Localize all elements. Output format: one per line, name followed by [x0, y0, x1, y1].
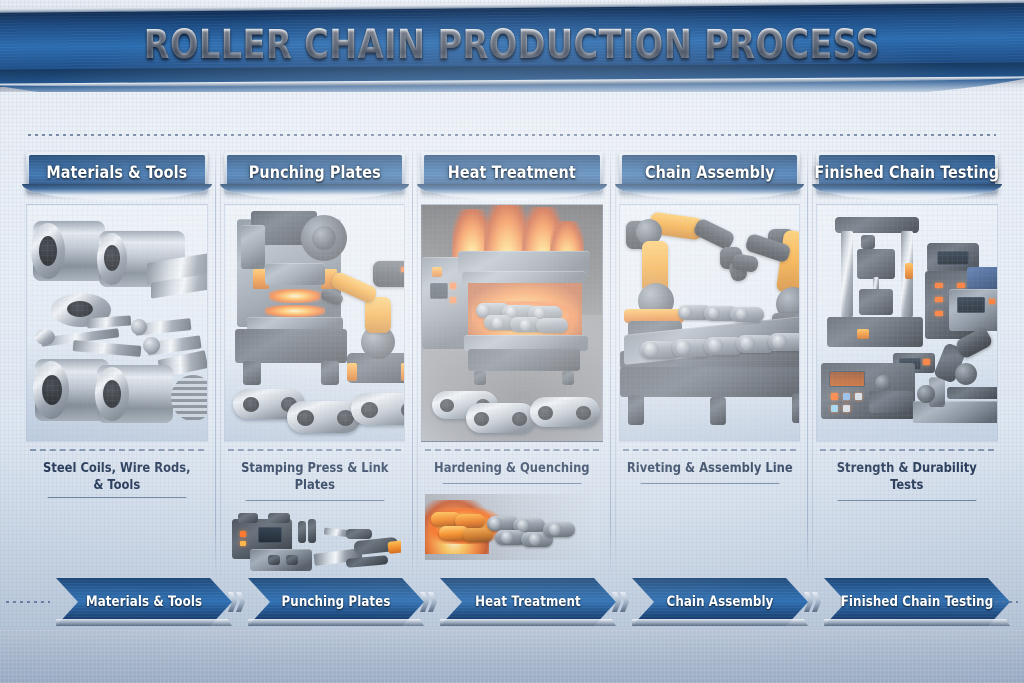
sub-illustration-glowing-quenched-chains	[425, 493, 599, 560]
process-columns: Materials & Tools	[18, 144, 1006, 578]
caption-line-1: Riveting & Assembly Line	[626, 460, 793, 476]
double-chevron-right-icon	[612, 592, 632, 612]
caption-line-1: Stamping Press & Link Plates	[240, 460, 389, 493]
divider-dashed	[820, 449, 994, 451]
caption-line-1: Steel Coils, Wire Rods,	[43, 460, 191, 476]
illustration-stamping-press-robot-link-plates	[223, 204, 406, 442]
section-header-chain-assembly: Chain Assembly	[614, 152, 805, 200]
top-dotted-divider	[28, 134, 996, 136]
section-header-punching-plates: Punching Plates	[219, 152, 410, 200]
double-chevron-right-icon	[420, 592, 440, 612]
section-header-heat-treatment: Heat Treatment	[417, 152, 607, 200]
section-header-finished-chain-testing: Finished Chain Testing	[812, 152, 1002, 200]
flow-step-label: Materials & Tools	[85, 594, 203, 610]
flow-step-label: Finished Chain Testing	[840, 594, 994, 610]
section-title: Chain Assembly	[644, 163, 775, 183]
divider-dashed	[622, 449, 797, 451]
flow-step-label: Heat Treatment	[475, 594, 581, 610]
illustration-tensile-tester-instruments-microscope	[816, 204, 998, 442]
illustration-furnace-with-glowing-chains	[421, 204, 603, 442]
caption-rule	[245, 499, 384, 501]
column-heat-treatment[interactable]: Heat Treatment	[412, 144, 611, 578]
sub-illustration-stamping-machine-with-tools	[228, 511, 402, 577]
illustration-robotic-arms-assembly-conveyor	[618, 204, 801, 442]
caption-line-2: & Tools	[93, 476, 141, 493]
divider-dashed	[30, 449, 204, 451]
caption-punching-plates: Stamping Press & Link Plates	[230, 460, 399, 501]
section-title: Heat Treatment	[447, 163, 576, 183]
illustration-steel-coils-wire-rods-tools	[26, 204, 208, 442]
caption-line-1: Strength & Durability Tests	[837, 460, 978, 493]
column-materials-tools[interactable]: Materials & Tools	[18, 152, 216, 572]
divider-dashed	[227, 449, 402, 451]
flow-step-punching-plates[interactable]: Punching Plates	[248, 578, 424, 626]
flow-step-finished-chain-testing[interactable]: Finished Chain Testing	[824, 578, 1010, 626]
caption-chain-assembly: Riveting & Assembly Line	[625, 460, 794, 484]
double-chevron-right-icon	[228, 592, 248, 612]
flow-step-materials-tools[interactable]: Materials & Tools	[56, 578, 232, 626]
column-chain-assembly[interactable]: Chain Assembly	[609, 144, 809, 578]
flow-step-chain-assembly[interactable]: Chain Assembly	[632, 578, 808, 626]
column-finished-chain-testing[interactable]: Finished Chain Testing	[807, 144, 1006, 578]
header-banner: ROLLER CHAIN PRODUCTION PROCESS	[0, 0, 1024, 92]
caption-rule	[640, 482, 779, 484]
divider-dashed	[425, 449, 599, 451]
flow-step-label: Chain Assembly	[666, 594, 774, 610]
caption-line-1: Hardening & Quenching	[434, 460, 590, 476]
caption-materials-tools: Steel Coils, Wire Rods, & Tools	[32, 460, 201, 498]
process-flow-bar: Materials & Tools Punching Plates Heat T…	[0, 578, 1024, 628]
caption-finished-chain-testing: Strength & Durability Tests	[823, 460, 992, 501]
flow-leading-dots	[6, 601, 50, 603]
caption-rule	[442, 482, 582, 484]
section-title: Materials & Tools	[46, 163, 188, 183]
double-chevron-right-icon	[804, 592, 824, 612]
page-title: ROLLER CHAIN PRODUCTION PROCESS	[36, 22, 988, 68]
section-title: Finished Chain Testing	[814, 163, 1000, 183]
flow-step-heat-treatment[interactable]: Heat Treatment	[440, 578, 616, 626]
bottom-band	[0, 628, 1024, 683]
flow-step-label: Punching Plates	[281, 594, 391, 610]
caption-rule	[838, 499, 977, 501]
section-header-materials-tools: Materials & Tools	[22, 152, 212, 200]
section-title: Punching Plates	[248, 163, 381, 183]
column-punching-plates[interactable]: Punching Plates	[214, 144, 414, 578]
caption-rule	[47, 496, 186, 498]
caption-heat-treatment: Hardening & Quenching	[428, 460, 597, 484]
